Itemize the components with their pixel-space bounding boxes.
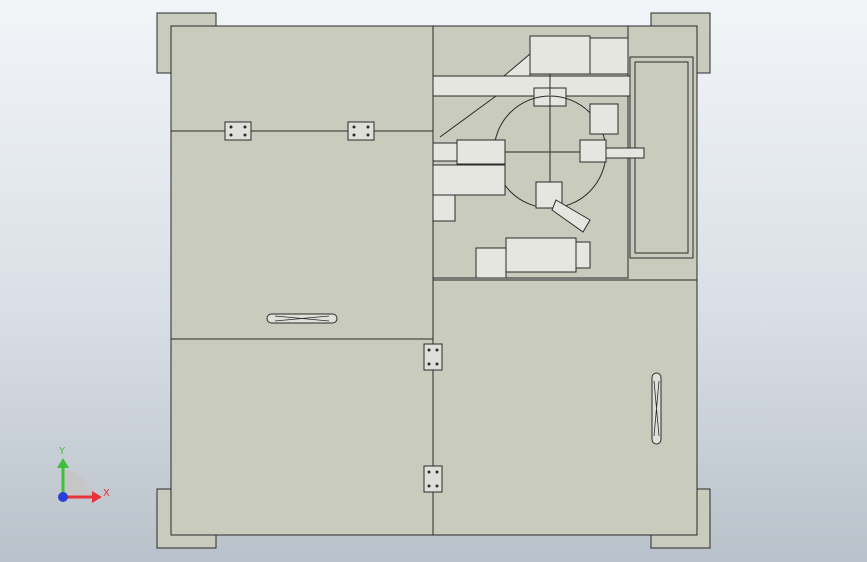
cylinder-top-block [589, 37, 629, 75]
mechanism-assembly[interactable] [432, 25, 694, 279]
x-axis-arrow-icon [92, 491, 102, 503]
x-axis-label: X [103, 488, 110, 499]
hinge-icon [423, 343, 443, 371]
side-actuator-right [579, 139, 607, 163]
base-slide [432, 164, 506, 196]
hinge-icon [347, 121, 375, 141]
cylinder-top [529, 35, 591, 75]
side-actuator-rod [605, 147, 645, 159]
door-handles[interactable] [266, 313, 662, 445]
y-axis-label: Y [58, 446, 66, 457]
lower-cylinder-mount [475, 247, 507, 279]
lower-cylinder-end [575, 241, 591, 269]
discharge-chute [551, 199, 591, 233]
z-axis-dot-icon [58, 492, 68, 502]
axis-triad: Y X [57, 446, 110, 503]
left-clamp-assembly [456, 139, 506, 165]
feed-diagonal [439, 95, 497, 138]
sensor-block [589, 103, 619, 135]
triad-arc [63, 470, 91, 497]
hinge-icon [423, 465, 443, 493]
hinges [224, 121, 443, 493]
y-axis-arrow-icon [57, 458, 69, 468]
hinge-icon [224, 121, 252, 141]
lower-cylinder [505, 237, 577, 273]
left-slide-block [432, 142, 458, 162]
base-slide-lower [432, 194, 456, 222]
